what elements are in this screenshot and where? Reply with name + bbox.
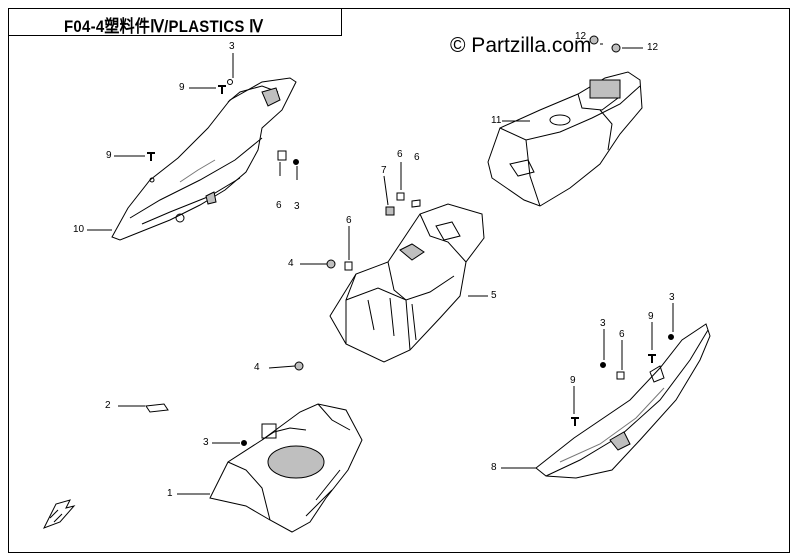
part-11-rear-upper-cover[interactable] (487, 71, 643, 207)
front-arrow-icon (42, 499, 76, 529)
callout-12: 12 (647, 42, 659, 53)
callout-3: 3 (600, 318, 606, 329)
callout-6: 6 (414, 152, 420, 163)
callout-9: 9 (570, 375, 576, 386)
part-1-rear-fender[interactable] (209, 403, 363, 533)
part-8-right-side-cover[interactable] (535, 323, 711, 479)
callout-9: 9 (648, 311, 654, 322)
callout-12: 12 (575, 31, 587, 42)
callout-4: 4 (288, 258, 294, 269)
title-block (8, 8, 342, 36)
callout-3: 3 (669, 292, 675, 303)
callout-6: 6 (619, 329, 625, 340)
fasteners (147, 35, 674, 446)
callout-5: 5 (491, 290, 497, 301)
callout-1: 1 (167, 488, 173, 499)
watermark: © Partzilla.com (450, 34, 592, 57)
callout-8: 8 (491, 462, 497, 473)
callout-6: 6 (397, 149, 403, 160)
callout-3: 3 (203, 437, 209, 448)
drawing-frame (8, 8, 790, 553)
callout-10: 10 (73, 224, 85, 235)
callout-3: 3 (294, 201, 300, 212)
leader-lines (87, 43, 674, 495)
callout-11: 11 (491, 115, 502, 126)
part-5-battery-box[interactable] (329, 203, 485, 363)
callout-6: 6 (276, 200, 282, 211)
callout-4: 4 (254, 362, 260, 373)
part-10-left-side-cover[interactable] (111, 77, 297, 241)
callout-7: 7 (381, 165, 387, 176)
diagram-title: F04-4塑料件Ⅳ/PLASTICS Ⅳ (64, 17, 264, 36)
part-7-clip[interactable] (385, 206, 395, 216)
callout-3: 3 (229, 41, 235, 52)
part-2-bracket[interactable] (145, 403, 169, 413)
callout-6: 6 (346, 215, 352, 226)
callout-9: 9 (179, 82, 185, 93)
callout-2: 2 (105, 400, 111, 411)
callout-9: 9 (106, 150, 112, 161)
